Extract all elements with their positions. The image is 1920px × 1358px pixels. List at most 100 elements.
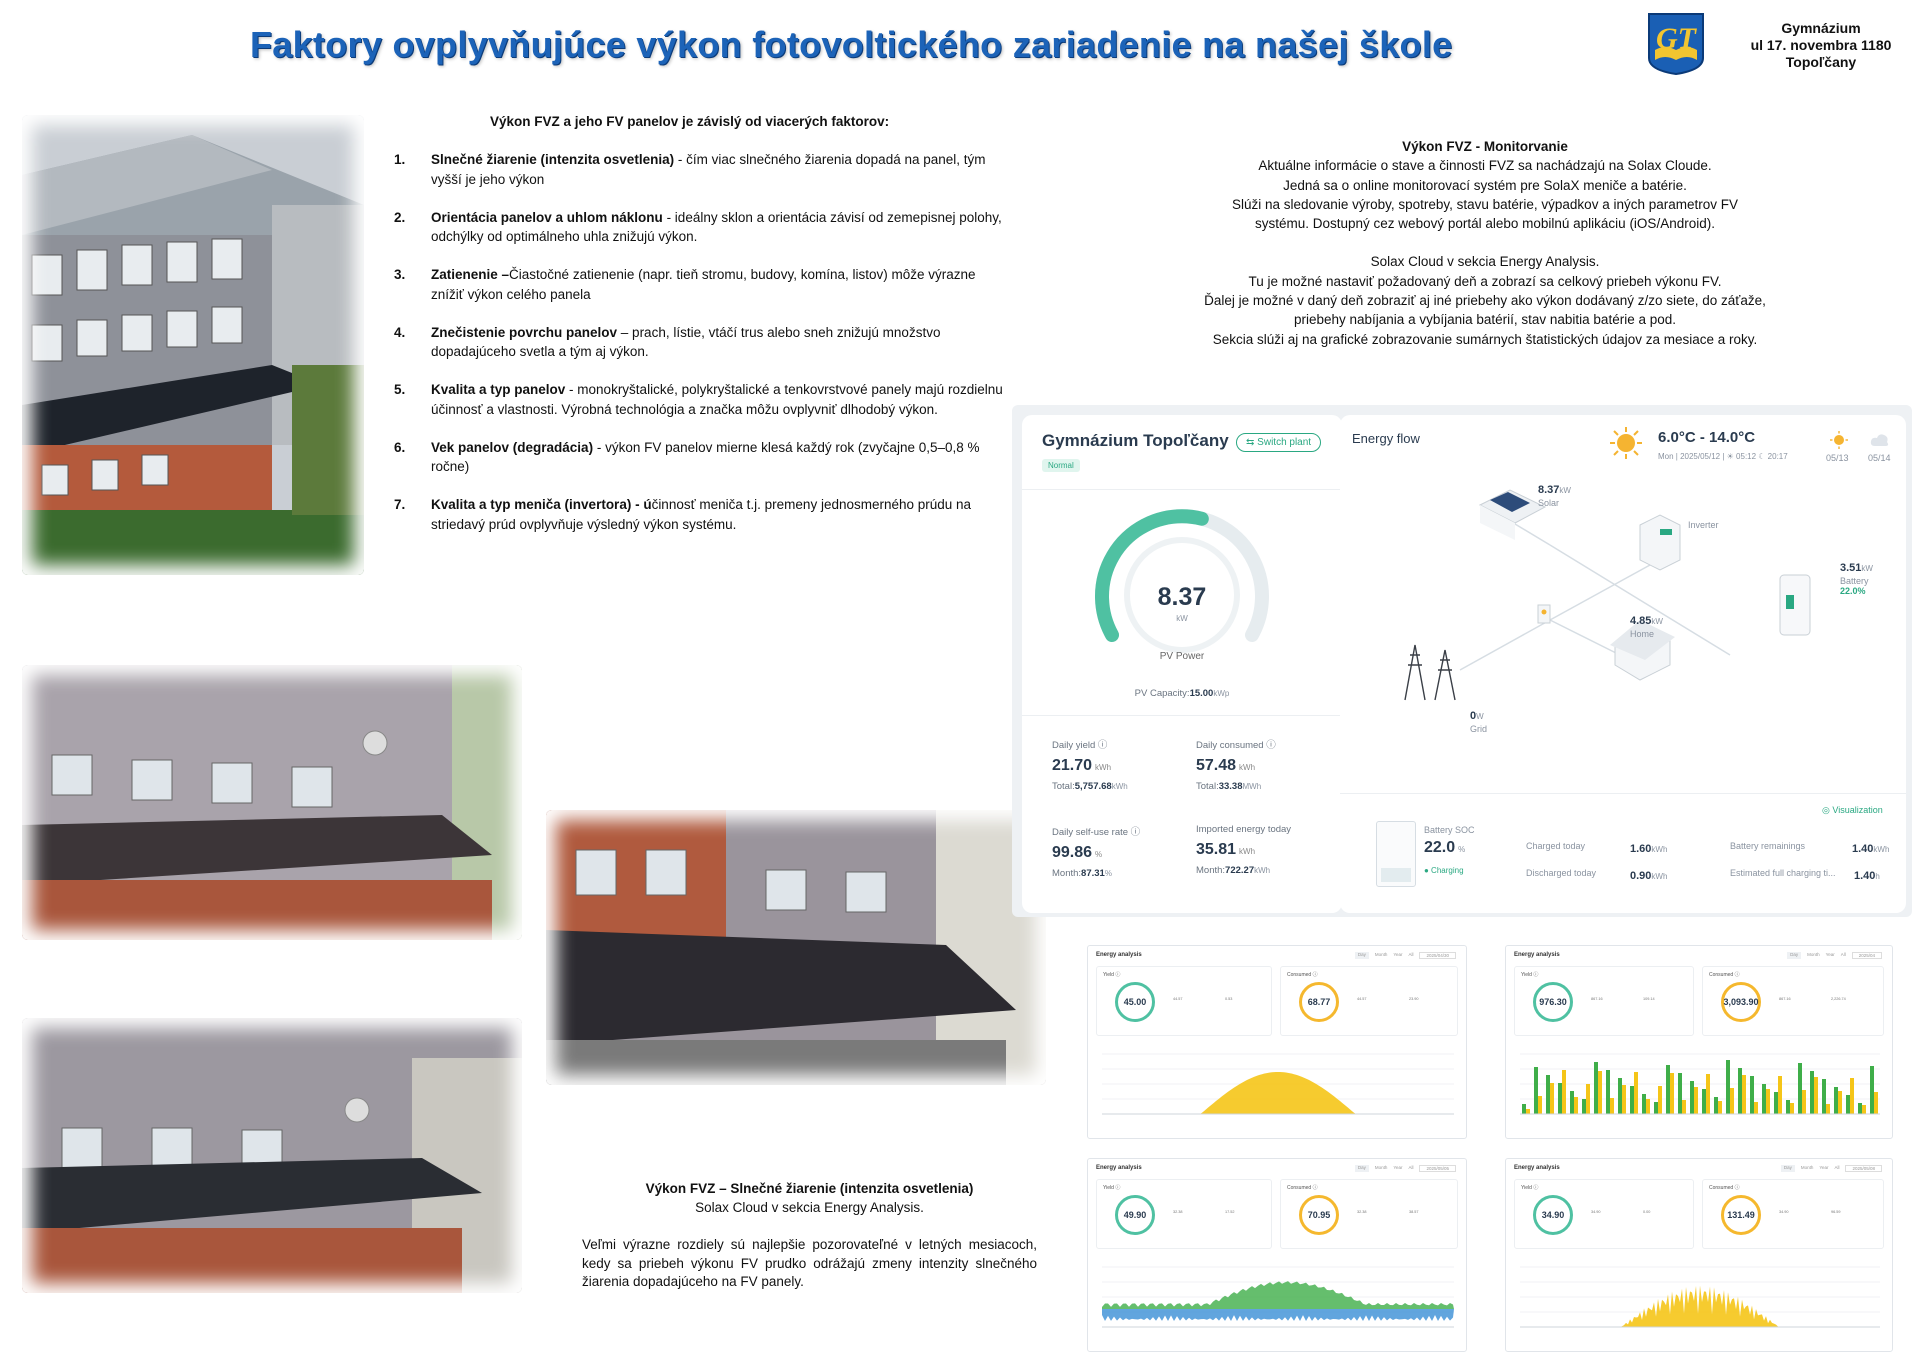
ea-bar: [1570, 1091, 1574, 1114]
ea-bar: [1706, 1074, 1710, 1114]
forecast-date-1: 05/13: [1826, 453, 1849, 463]
battery-icon: [1779, 574, 1811, 636]
ea-consumed-label: Consumed ⓘ: [1287, 1185, 1318, 1191]
ea-tab-all[interactable]: All: [1408, 952, 1414, 957]
ea-bar: [1682, 1100, 1686, 1114]
ea-yield-area: [1102, 1072, 1454, 1114]
ea-tab-year[interactable]: Year: [1393, 952, 1403, 957]
ea-bar: [1642, 1094, 1646, 1114]
ea-bar: [1546, 1075, 1550, 1114]
ea-tab-year[interactable]: Year: [1819, 1165, 1829, 1170]
ea-date-picker[interactable]: 2025/04: [1851, 952, 1882, 959]
ea-yield-detail-2: 17.52: [1225, 1210, 1235, 1214]
switch-plant-button[interactable]: ⇆ Switch plant: [1236, 433, 1322, 452]
ea-bar: [1874, 1092, 1878, 1114]
ea-tab-day[interactable]: Day: [1354, 1165, 1369, 1172]
ea-yield-label: Yield ⓘ: [1521, 972, 1539, 978]
ea-consumed-detail-1: 867.16: [1779, 997, 1791, 1001]
ea-bar: [1814, 1077, 1818, 1114]
ea-yield-value: 49.90: [1123, 1210, 1147, 1220]
ea-consumed-detail-1: 32.38: [1357, 1210, 1367, 1214]
ea-consumed-detail-1: 34.90: [1779, 1210, 1789, 1214]
ea-area: [1102, 1309, 1454, 1321]
ea-consumed-detail-2: 23.90: [1409, 997, 1419, 1001]
ea-bar: [1726, 1060, 1730, 1114]
monitoring-line: Sekcia slúži aj na grafické zobrazovanie…: [1212, 331, 1758, 347]
full-charging-value: 1.40h: [1854, 870, 1880, 882]
ea-bar: [1762, 1084, 1766, 1114]
ea-chart: [1520, 1266, 1880, 1328]
ea-consumed-label: Consumed ⓘ: [1709, 1185, 1740, 1191]
ea-period-tabs: Day Month Year All 2025/05/05: [1354, 1165, 1456, 1172]
school-city: Topoľčany: [1785, 54, 1857, 70]
ea-yield-detail-1: 867.16: [1591, 997, 1603, 1001]
discharged-today-value: 0.90kWh: [1630, 870, 1668, 882]
ea-tab-all[interactable]: All: [1834, 1165, 1840, 1170]
ea-consumed-ring: [1721, 1195, 1761, 1235]
visualization-button[interactable]: ◎ Visualization: [1822, 805, 1883, 815]
ea-bar: [1538, 1096, 1542, 1114]
pv-power-gauge: [1095, 509, 1269, 653]
ea-bar: [1750, 1076, 1754, 1114]
ea-bar: [1862, 1105, 1866, 1114]
ea-bar: [1522, 1104, 1526, 1114]
ea-tab-year[interactable]: Year: [1825, 952, 1835, 957]
ea-tab-day[interactable]: Day: [1354, 952, 1369, 959]
ea-bar: [1534, 1067, 1538, 1114]
ea-tab-all[interactable]: All: [1840, 952, 1846, 957]
plant-card: Gymnázium Topoľčany Normal ⇆ Switch plan…: [1022, 415, 1342, 913]
energy-flow-diagram: [1404, 489, 1811, 701]
ea-bar: [1790, 1103, 1794, 1114]
ea-bar: [1702, 1089, 1706, 1114]
ea-area: [1102, 1281, 1454, 1309]
ea-tab-month[interactable]: Month: [1807, 952, 1820, 957]
ea-date-picker[interactable]: 2025/04/30: [1419, 952, 1456, 959]
ea-yield-value: 976.30: [1539, 997, 1567, 1007]
ea-yield-ring: [1533, 982, 1573, 1022]
ea-date-picker[interactable]: 2025/05/05: [1419, 1165, 1456, 1172]
home-icon: [1610, 620, 1675, 681]
ea-tab-day[interactable]: Day: [1780, 1165, 1795, 1172]
battery-remaining-value: 1.40kWh: [1852, 843, 1890, 855]
ea-bar: [1630, 1086, 1634, 1114]
ea-yield-box: Yield ⓘ 49.90 32.38 17.52: [1096, 1179, 1272, 1249]
ea-bar: [1718, 1101, 1722, 1114]
ea-bar: [1870, 1066, 1874, 1114]
ea-yield-ring: [1115, 1195, 1155, 1235]
pv-power-label: PV Power: [1159, 651, 1205, 662]
ea-bar: [1798, 1063, 1802, 1114]
meter-icon: [1537, 604, 1551, 624]
energy-flow-card: Energy flow 6.0°C - 14.0°C Mon | 2025/05…: [1340, 415, 1906, 913]
ea-tab-month[interactable]: Month: [1800, 1165, 1814, 1170]
sun-body: Veľmi výrazne rozdiely sú najlepšie pozo…: [582, 1237, 1037, 1289]
ea-bar: [1838, 1091, 1842, 1114]
ea-tab-all[interactable]: All: [1408, 1165, 1414, 1170]
energy-analysis-panel: Energy analysis Day Month Year All 2025/…: [1505, 945, 1893, 1139]
ea-tab-month[interactable]: Month: [1374, 952, 1388, 957]
ea-bar: [1742, 1075, 1746, 1114]
ea-consumed-value: 70.95: [1307, 1210, 1331, 1220]
ea-yield-detail-2: 0.00: [1643, 1210, 1651, 1214]
school-street: ul 17. novembra 1180: [1750, 37, 1892, 53]
ea-consumed-value: 3,093.90: [1723, 997, 1759, 1007]
inverter-label: Inverter: [1688, 520, 1719, 530]
ea-bar: [1526, 1109, 1530, 1114]
monitoring-line: priebehy nabíjania a vybíjania batérií, …: [1293, 312, 1676, 328]
ea-tab-year[interactable]: Year: [1393, 1165, 1403, 1170]
ea-bar: [1606, 1070, 1610, 1114]
ea-bar: [1690, 1081, 1694, 1114]
school-name: Gymnázium: [1781, 20, 1861, 36]
ea-bar: [1774, 1092, 1778, 1114]
ea-date-picker[interactable]: 2025/05/08: [1845, 1165, 1882, 1172]
ea-bar: [1586, 1084, 1590, 1114]
ea-bar: [1850, 1078, 1854, 1114]
ea-tab-month[interactable]: Month: [1374, 1165, 1388, 1170]
ea-consumed-box: Consumed ⓘ 131.49 34.90 96.59: [1702, 1179, 1884, 1249]
ea-yield-detail-1: 34.90: [1591, 1210, 1601, 1214]
ea-chart: [1102, 1053, 1454, 1115]
factor-item: 6.Vek panelov (degradácia) - výkon FV pa…: [394, 439, 980, 475]
ea-bar: [1610, 1098, 1614, 1114]
ea-tab-day[interactable]: Day: [1787, 952, 1802, 959]
